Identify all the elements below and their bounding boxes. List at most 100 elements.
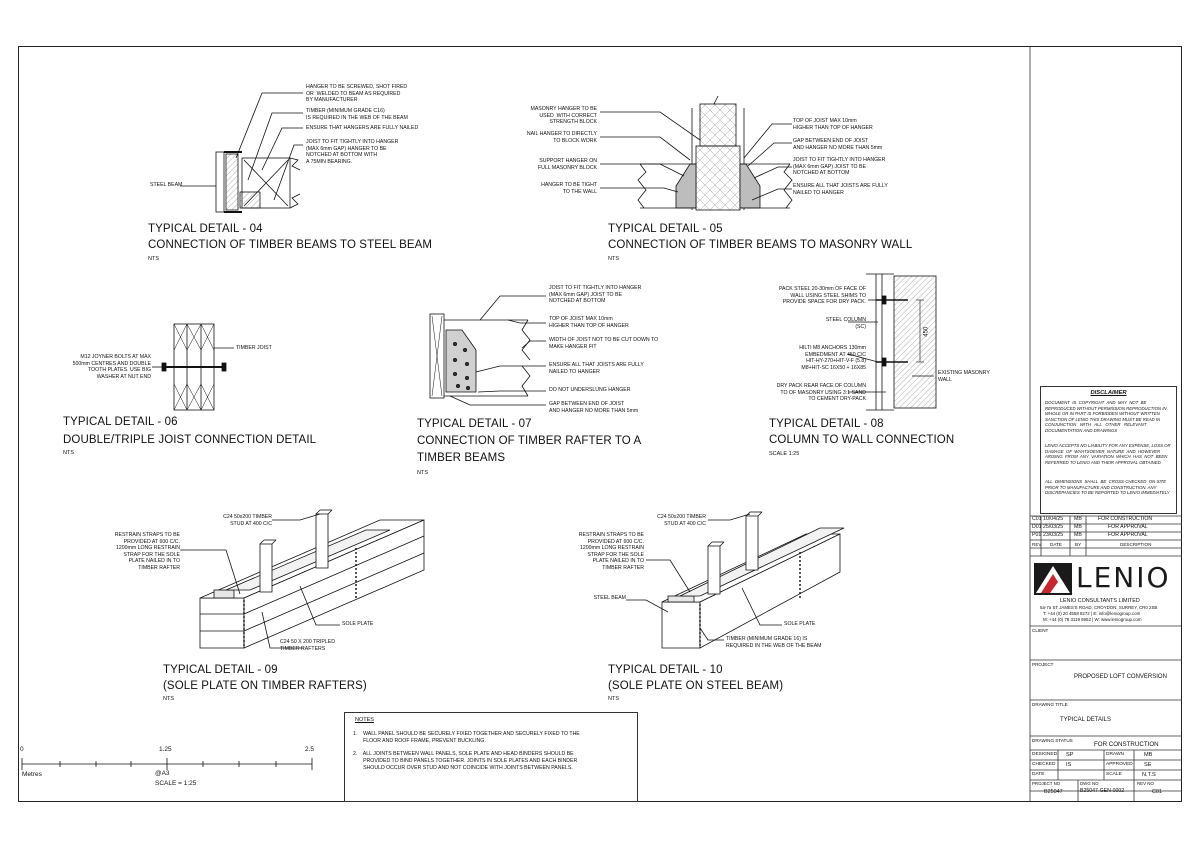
note-item-1: 1. WALL PANEL SHOULD BE SECURELY FIXED T… <box>353 731 580 744</box>
company-logo-wordmark: LENIO <box>1076 561 1171 594</box>
d08-note-2: STEEL COLUMN (SC) <box>825 317 866 330</box>
d04-subtitle: CONNECTION OF TIMBER BEAMS TO STEEL BEAM <box>148 239 433 251</box>
general-notes-box: NOTES 1. WALL PANEL SHOULD BE SECURELY F… <box>344 712 638 802</box>
d07-note-5: DO NOT UNDERSLUNG HANGER <box>549 387 631 393</box>
designed-label: DESIGNED <box>1032 752 1058 757</box>
rev-row-3-by: MB <box>1074 532 1082 538</box>
date-label: DATE <box>1032 772 1045 777</box>
d05-note-left-2: NAIL HANGER TO DIRECTLY TO BLOCK WORK <box>526 131 597 144</box>
lenio-logo-mark <box>1034 563 1072 595</box>
scale-tick-1: 1.25 <box>159 746 172 753</box>
d07-subtitle: CONNECTION OF TIMBER RAFTER TO A <box>417 435 642 447</box>
d05-note-left-4: HANGER TO BE TIGHT TO THE WALL <box>541 182 597 195</box>
d05-note-left-1: MASONRY HANGER TO BE USED WITH CORRECT S… <box>530 106 598 125</box>
d04-note-3: ENSURE THAT HANGERS ARE FULLY NAILED <box>306 125 419 131</box>
drawn-label: DRAWN <box>1106 752 1124 757</box>
d09-note-4: C24 50 X 200 TRIPLED TIMBER RAFTERS <box>280 639 335 652</box>
approved-label: APPROVED <box>1106 762 1133 767</box>
project-name: PROPOSED LOFT CONVERSION <box>1074 674 1167 680</box>
d07-note-1: JOIST TO FIT TIGHTLY INTO HANGER (MAX 6m… <box>549 285 642 304</box>
company-phone: T: +44 (0) 20 4558 8272 | E: info@leniog… <box>1043 611 1141 616</box>
d06-note-left: M12 JOYNER BOLTS AT MAX 500mm CENTRES AN… <box>72 354 151 380</box>
designed-value: SP <box>1066 752 1074 758</box>
drawing-status-label: DRAWING STATUS <box>1032 738 1073 743</box>
d07-note-4: ENSURE ALL THAT JOISTS ARE FULLY NAILED … <box>549 362 644 375</box>
drawing-title-label: DRAWING TITLE <box>1032 702 1068 707</box>
d08-subtitle: COLUMN TO WALL CONNECTION <box>769 434 955 446</box>
d09-note-1: C24 50x200 TIMBER STUD AT 400 C/C <box>223 514 272 527</box>
project-no-value: B25047 <box>1044 789 1063 795</box>
d05-scale: NTS <box>608 256 619 262</box>
d08-title: TYPICAL DETAIL - 08 <box>769 418 884 430</box>
notes-heading: NOTES <box>355 717 374 723</box>
scale-unit: Metres <box>22 771 42 778</box>
d08-note-1: PACK STEEL 20-30mm OF FACE OF WALL USING… <box>778 286 866 305</box>
d07-note-6: GAP BETWEEN END OF JOIST AND HANGER NO M… <box>549 401 639 414</box>
drawing-status: FOR CONSTRUCTION <box>1094 741 1159 748</box>
disclaimer-heading: DISCLAIMER <box>1090 390 1127 396</box>
d10-note-4: SOLE PLATE <box>784 621 816 627</box>
disclaimer-p1: DOCUMENT IS COPYRIGHT AND MAY NOT BE REP… <box>1045 400 1167 433</box>
detail-08-drawing <box>847 273 937 411</box>
rev-row-3-desc: FOR APPROVAL <box>1108 532 1148 538</box>
d10-scale: NTS <box>608 696 619 702</box>
d08-note-4: DRY PACK REAR FACE OF COLUMN TO OF MASON… <box>776 383 866 402</box>
d08-dimension: 450 <box>923 326 930 337</box>
d06-note-right: TIMBER JOIST <box>236 345 272 351</box>
d05-note-left-3: SUPPORT HANGER ON FULL MASONRY BLOCK <box>537 158 597 171</box>
detail-04-drawing <box>180 92 303 213</box>
disclaimer-box: DISCLAIMER DOCUMENT IS COPYRIGHT AND MAY… <box>1040 386 1177 514</box>
d10-title: TYPICAL DETAIL - 10 <box>608 664 723 676</box>
rev-row-3-rev: P01 <box>1032 532 1042 538</box>
d05-note-right-3: JOIST TO FIT TIGHTLY INTO HANGER (MAX 6m… <box>793 157 886 176</box>
d07-scale: NTS <box>417 470 428 476</box>
scale-ratio: SCALE = 1:25 <box>155 780 197 787</box>
d09-subtitle: (SOLE PLATE ON TIMBER RAFTERS) <box>163 680 367 692</box>
d05-note-right-1: TOP OF JOIST MAX 10mm HIGHER THAN TOP OF… <box>793 118 873 131</box>
d04-title: TYPICAL DETAIL - 04 <box>148 223 263 235</box>
company-address: 5a-7a ST JAMES'S ROAD, CROYDON, SURREY, … <box>1040 605 1158 610</box>
d05-subtitle: CONNECTION OF TIMBER BEAMS TO MASONRY WA… <box>608 239 913 251</box>
detail-07-drawing <box>429 295 546 406</box>
project-label: PROJECT <box>1032 662 1054 667</box>
scale-paper: @A3 <box>155 770 170 777</box>
rev-header-date: DATE <box>1050 542 1062 547</box>
rev-header-by: BY <box>1075 542 1082 547</box>
d05-note-right-4: ENSURE ALL THAT JOISTS ARE FULLY NAILED … <box>793 183 888 196</box>
rev-row-3-date: 23/03/25 <box>1043 532 1064 538</box>
d10-subtitle: (SOLE PLATE ON STEEL BEAM) <box>608 680 784 692</box>
d10-note-5: TIMBER (MINIMUM GRADE 16) IS REQUIRED IN… <box>726 636 822 649</box>
rev-no-value: C01 <box>1152 789 1162 795</box>
detail-05-drawing <box>600 95 793 211</box>
d09-note-2: RESTRAIN STRAPS TO BE PROVIDED AT 600 C/… <box>114 532 180 571</box>
d08-scale: SCALE 1:25 <box>769 451 800 457</box>
scale-tick-0: 0 <box>20 746 24 753</box>
d09-scale: NTS <box>163 696 174 702</box>
rev-row-2-rev: D01 <box>1032 524 1042 530</box>
scale-bar <box>21 758 313 770</box>
rev-row-1-by: MB <box>1074 516 1082 522</box>
checked-label: CHECKED <box>1032 762 1056 767</box>
d04-note-1: HANGER TO BE SCREWED, SHOT FIRED OR WELD… <box>306 84 408 103</box>
d07-note-2: TOP OF JOIST MAX 10mm HIGHER THAN TOP OF… <box>549 316 629 329</box>
scale-label: SCALE <box>1106 772 1122 777</box>
d05-note-right-2: GAP BETWEEN END OF JOIST AND HANGER NO M… <box>793 138 883 151</box>
rev-row-1-date: 10/04/25 <box>1043 516 1064 522</box>
checked-value: IS <box>1066 762 1072 768</box>
dwg-no-value: B25047-GEN-0002 <box>1080 788 1125 794</box>
drawn-value: MB <box>1144 752 1153 758</box>
d07-subtitle-2: TIMBER BEAMS <box>417 452 506 464</box>
d06-subtitle: DOUBLE/TRIPLE JOIST CONNECTION DETAIL <box>63 434 317 446</box>
drawing-title: TYPICAL DETAILS <box>1060 717 1112 723</box>
title-block-lines <box>1029 46 1182 802</box>
d10-note-1: C24 50x200 TIMBER STUD AT 400 C/C <box>657 514 706 527</box>
d10-note-3: STEEL BEAM <box>593 595 626 601</box>
company-name: LENIO CONSULTANTS LIMITED <box>1060 598 1140 604</box>
detail-06-drawing <box>152 323 234 411</box>
rev-row-2-date: 25/03/25 <box>1043 524 1064 530</box>
dwg-no-label: DWG NO <box>1080 781 1099 786</box>
d04-note-4: JOIST TO FIT TIGHTLY INTO HANGER (MAX 6m… <box>306 139 399 165</box>
note-item-2: 2. ALL JOINTS BETWEEN WALL PANELS, SOLE … <box>353 751 578 771</box>
disclaimer-p3: ALL DIMENSIONS SHALL BE CROSS-CHECKED ON… <box>1045 479 1170 495</box>
